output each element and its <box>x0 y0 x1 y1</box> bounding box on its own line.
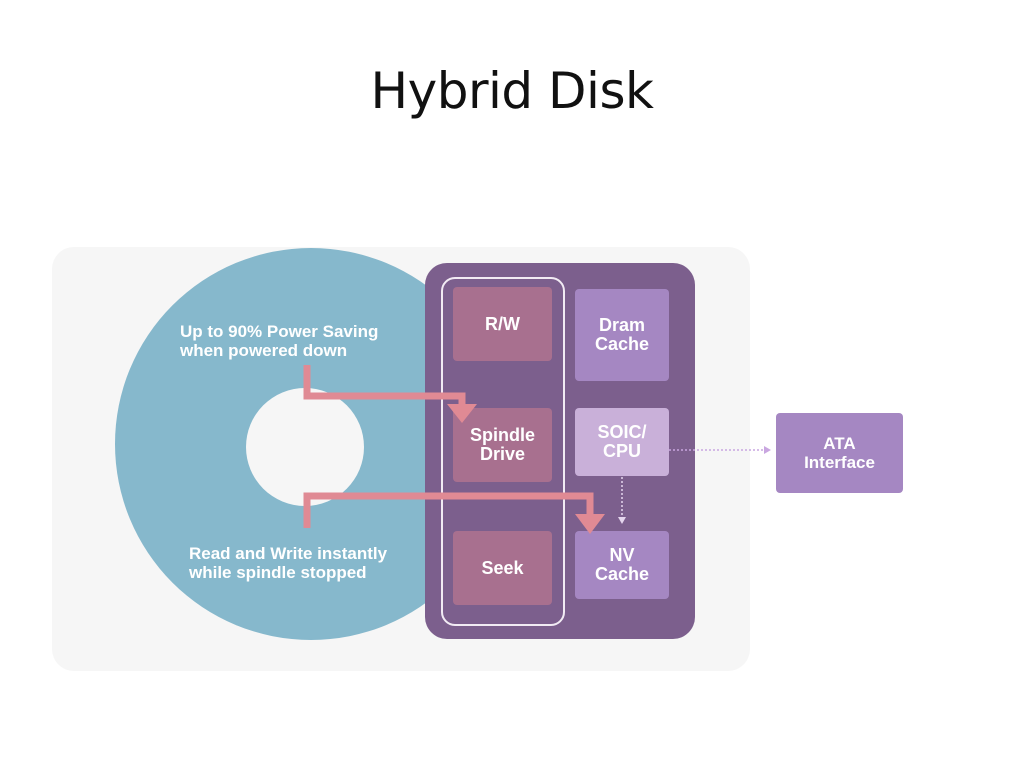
seek-block: Seek <box>453 531 552 605</box>
ata-interface-block: ATA Interface <box>776 413 903 493</box>
slide-title: Hybrid Disk <box>370 62 654 120</box>
dram-cache-block: Dram Cache <box>575 289 669 381</box>
mechanical-group-outline <box>441 277 565 626</box>
soic-cpu-block: SOIC/ CPU <box>575 408 669 476</box>
spindle-drive-block: Spindle Drive <box>453 408 552 482</box>
power-saving-label: Up to 90% Power Saving when powered down <box>180 322 379 360</box>
disk-spindle-hole <box>246 388 364 506</box>
rw-block: R/W <box>453 287 552 361</box>
nv-cache-block: NV Cache <box>575 531 669 599</box>
read-write-label: Read and Write instantly while spindle s… <box>189 544 388 582</box>
